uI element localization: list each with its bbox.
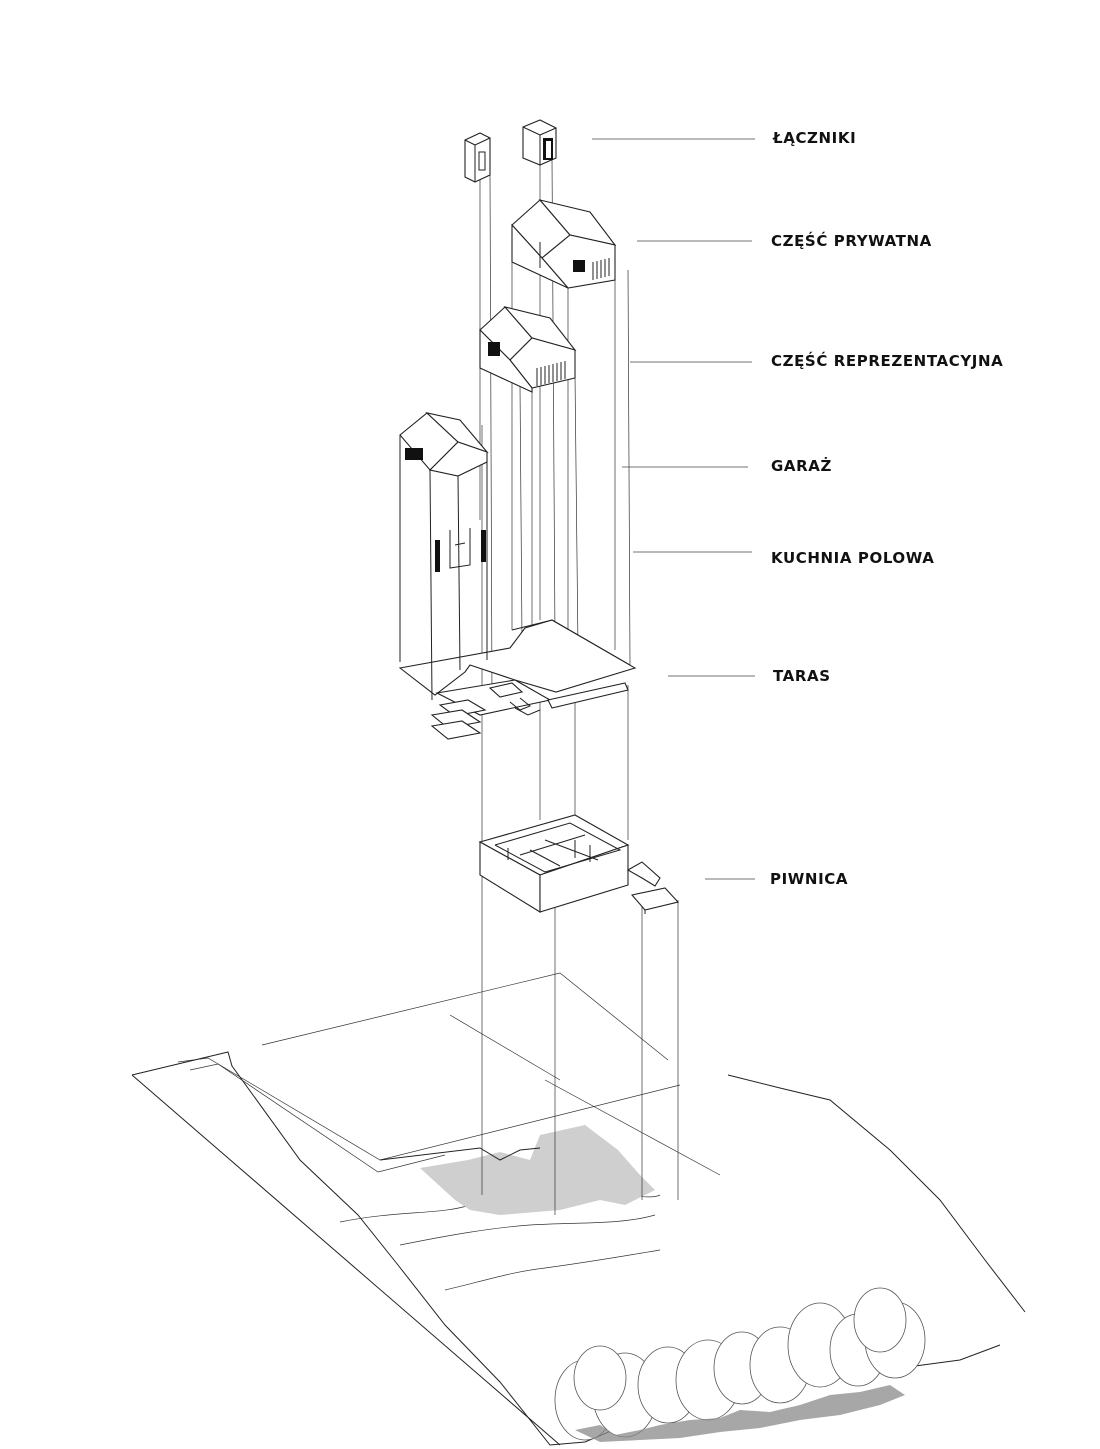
representative-volume bbox=[479, 306, 631, 666]
label-laczniki: ŁĄCZNIKI bbox=[773, 129, 857, 147]
private-window-slats bbox=[592, 258, 610, 280]
label-garaz: GARAŻ bbox=[771, 457, 832, 475]
site-plane bbox=[131, 972, 1026, 1446]
tree-row bbox=[554, 1287, 926, 1442]
label-czesc-prywatna: CZĘŚĆ PRYWATNA bbox=[771, 232, 932, 250]
label-kuchnia-polowa: KUCHNIA POLOWA bbox=[771, 549, 935, 567]
label-taras: TARAS bbox=[773, 667, 831, 685]
representative-window-slats bbox=[536, 361, 566, 386]
label-piwnica: PIWNICA bbox=[770, 870, 849, 888]
terrace-slabs bbox=[398, 619, 637, 740]
connectors bbox=[464, 119, 557, 183]
private-volume bbox=[511, 199, 617, 289]
label-czesc-reprezentacyjna: CZĘŚĆ REPREZENTACYJNA bbox=[771, 352, 1004, 370]
leader-lines bbox=[592, 138, 755, 880]
garage-volume bbox=[399, 412, 489, 701]
house-shadow bbox=[420, 1125, 655, 1215]
basement-block bbox=[478, 814, 680, 914]
